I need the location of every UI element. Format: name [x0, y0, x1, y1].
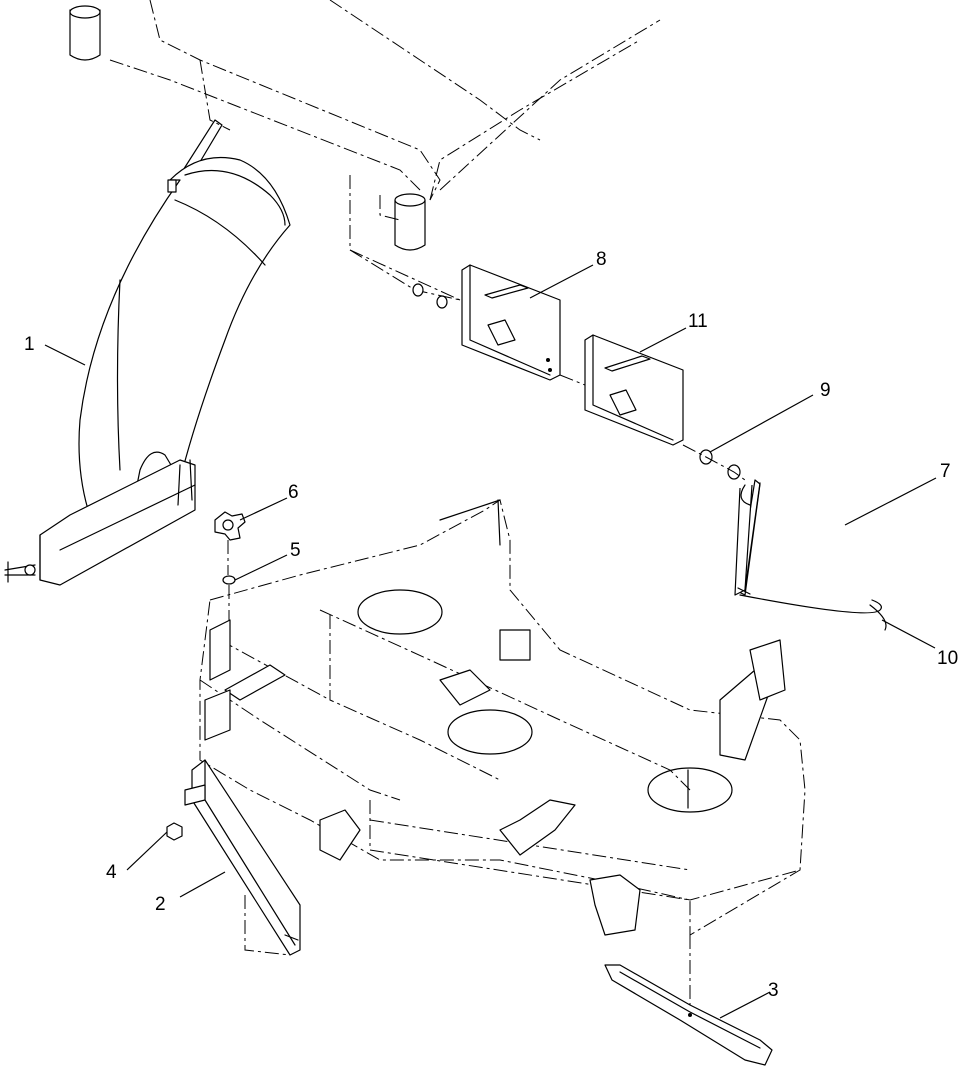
nut-4 [166, 822, 183, 841]
mower-frame [69, 0, 661, 301]
callout-11: 11 [688, 311, 708, 332]
rod-7 [734, 479, 761, 596]
plate-8 [349, 249, 561, 381]
callout-3: 3 [768, 980, 779, 1001]
callout-1: 1 [24, 334, 35, 355]
washers-9 [412, 283, 746, 481]
blade-3 [604, 935, 773, 1066]
callout-7: 7 [940, 461, 951, 482]
discharge-chute [4, 119, 291, 586]
mower-deck [199, 499, 806, 936]
callouts: 1 2 3 4 5 6 7 8 9 10 11 [24, 249, 958, 1001]
callout-4: 4 [106, 862, 117, 883]
callout-10: 10 [937, 648, 958, 669]
callout-9: 9 [820, 380, 831, 401]
hairpin-10 [739, 594, 887, 631]
knob-6 [214, 511, 246, 640]
callout-6: 6 [288, 482, 299, 503]
side-baffle-2 [184, 759, 301, 956]
callout-8: 8 [596, 249, 607, 270]
callout-2: 2 [155, 894, 166, 915]
plate-11 [559, 334, 684, 446]
leader-lines [44, 264, 937, 1019]
callout-5: 5 [290, 540, 301, 561]
